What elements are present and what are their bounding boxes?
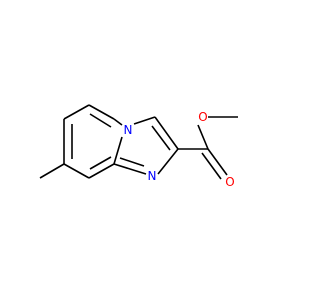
bond-carbonyl-o-double-a: [207, 148, 228, 176]
atom-n-imidazole: N: [148, 169, 157, 183]
bond-methyl: [39, 163, 65, 179]
bond-c5-c6-inner: [89, 113, 112, 128]
molecule-structure-diagram: N N O O: [39, 104, 238, 189]
bond-c5-n-bridge: [113, 118, 123, 126]
atom-n-bridgehead: N: [124, 123, 133, 137]
bond-n1-c10-inner: [119, 157, 145, 167]
bond-n-bridge-c3: [133, 116, 156, 125]
bond-c2-n1: [157, 148, 179, 175]
bond-c9-c10: [88, 163, 115, 179]
bond-c6-c7: [63, 104, 90, 120]
bond-carbonyl-o-double-b: [201, 152, 222, 180]
atom-o-carbonyl: O: [225, 175, 234, 189]
bond-c5-c6: [88, 104, 115, 120]
atom-o-ester: O: [198, 110, 207, 124]
bond-c8-c9: [63, 163, 90, 179]
atom-labels: N N O O: [124, 110, 235, 189]
bond-c9-c10-inner: [89, 156, 112, 170]
bond-carbonyl-o-single: [197, 124, 209, 150]
bonds: [39, 104, 238, 180]
bond-c10-n-bridge: [113, 136, 123, 165]
bond-c3-c2-inner: [151, 125, 171, 151]
bond-n1-c10: [113, 163, 147, 175]
bond-c3-c2: [154, 116, 179, 150]
